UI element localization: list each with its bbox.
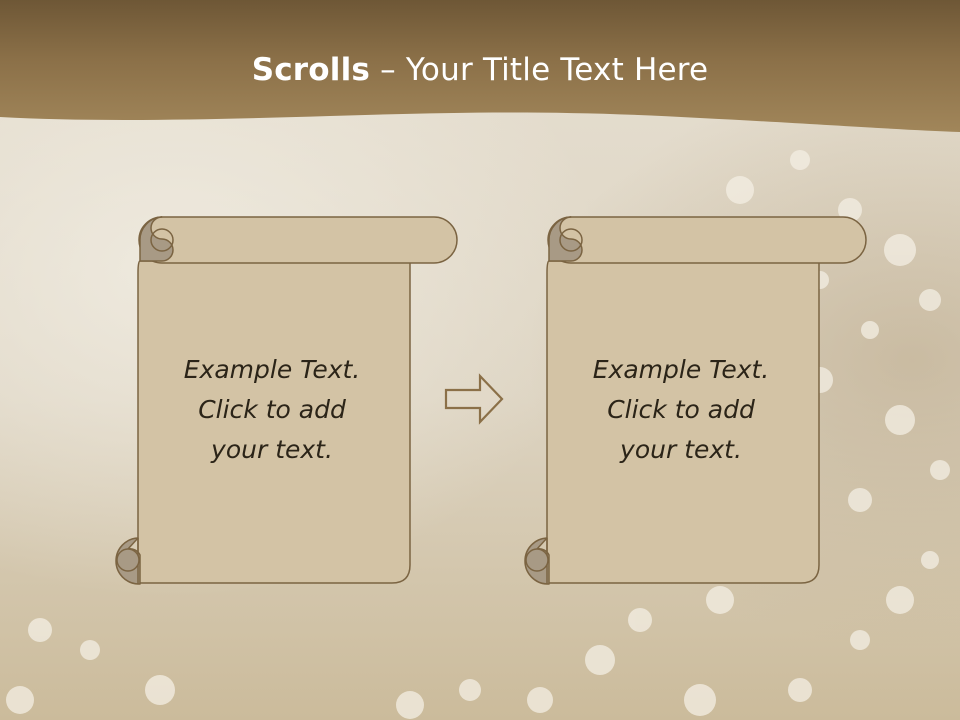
background-flower	[884, 234, 916, 266]
background-flower	[930, 460, 950, 480]
background-flower	[80, 640, 100, 660]
background-flower	[919, 289, 941, 311]
background-flower	[726, 176, 754, 204]
background-flower	[788, 678, 812, 702]
background-flower	[706, 586, 734, 614]
background-flower	[838, 198, 862, 222]
background-flower	[886, 586, 914, 614]
scroll-graphic	[524, 216, 867, 585]
title-dash: –	[370, 52, 406, 88]
scroll-text-1[interactable]: Example Text. Click to add your text.	[137, 350, 407, 470]
background-flower	[861, 321, 879, 339]
background-flower	[848, 488, 872, 512]
background-flower	[885, 405, 915, 435]
background-flower	[28, 618, 52, 642]
header-banner	[0, 0, 960, 132]
background-flower	[585, 645, 615, 675]
scroll-line: Example Text.	[592, 355, 770, 384]
scroll-line: Example Text.	[183, 355, 361, 384]
scroll-graphic	[115, 216, 458, 585]
slide-title[interactable]: Scrolls – Your Title Text Here	[0, 52, 960, 88]
background-flower	[850, 630, 870, 650]
background-flower	[921, 551, 939, 569]
scroll-line: your text.	[620, 435, 742, 464]
scroll-line: your text.	[211, 435, 333, 464]
scroll-line: Click to add	[198, 395, 346, 424]
title-text: Your Title Text Here	[405, 52, 709, 88]
background-flower	[396, 691, 424, 719]
title-bold: Scrolls	[251, 52, 371, 88]
background-flower	[684, 684, 716, 716]
scroll-line: Click to add	[607, 395, 755, 424]
scroll-shape-2[interactable]: Example Text. Click to add your text.	[501, 215, 871, 585]
scroll-shape-1[interactable]: Example Text. Click to add your text.	[92, 215, 462, 585]
background-flower	[790, 150, 810, 170]
background-flower	[628, 608, 652, 632]
background-flower	[6, 686, 34, 714]
background-flower	[459, 679, 481, 701]
scroll-text-2[interactable]: Example Text. Click to add your text.	[546, 350, 816, 470]
background-flower	[527, 687, 553, 713]
right-arrow-outline-icon[interactable]	[442, 373, 506, 425]
background-flower	[145, 675, 175, 705]
